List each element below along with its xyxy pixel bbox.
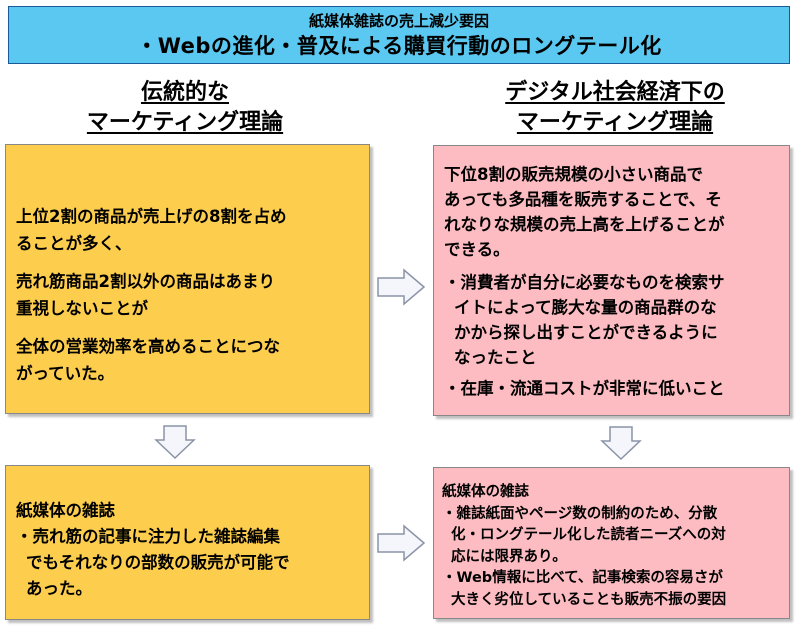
pm-right-l3: 応には限界あり。	[451, 548, 567, 565]
down-arrow-icon	[600, 426, 642, 461]
pm-right-l2: 化・ロングテール化した読者ニーズへの対	[451, 527, 726, 543]
dt-p1-l2: あっても多品種を販売することで、そ	[444, 190, 722, 209]
tt-p2-l2: 重視しないことが	[16, 299, 148, 318]
right-column-title: デジタル社会経済下の マーケティング理論	[450, 78, 780, 138]
dt-p1-l1: 下位8割の販売規模の小さい商品で	[444, 165, 703, 184]
dt-b1-l4: なったこと	[454, 348, 537, 367]
digital-theory-box: 下位8割の販売規模の小さい商品で あっても多品種を販売することで、そ れなりな規…	[433, 145, 790, 416]
dt-b2: ・在庫・流通コストが非常に低いこと	[444, 379, 725, 398]
header-banner: 紙媒体雑誌の売上減少要因 ・Webの進化・普及による購買行動のロングテール化	[8, 6, 790, 64]
traditional-theory-box: 上位2割の商品が売上げの8割を占め ることが多く、 売れ筋商品2割以外の商品はあ…	[5, 144, 370, 414]
print-magazine-digital-box: 紙媒体の雑誌 ・雑誌紙面やページ数の制約のため、分散 化・ロングテール化した読者…	[433, 467, 790, 619]
dt-b1-l2: イトによって膨大な量の商品群のな	[454, 298, 717, 317]
pm-right-l1: ・雑誌紙面やページ数の制約のため、分散	[442, 505, 718, 522]
right-arrow-icon	[377, 268, 426, 306]
left-title-line2: マーケティング理論	[86, 110, 284, 135]
dt-b1-l3: かから探し出すことができるように	[454, 323, 718, 342]
dt-p1-l4: できる。	[444, 240, 510, 259]
dt-p1-l3: れなりな規模の売上高を上げることが	[444, 215, 725, 234]
right-arrow-icon	[377, 524, 426, 562]
pm-left-l3: あった。	[26, 579, 92, 598]
tt-p3-l1: 全体の営業効率を高めることにつな	[16, 337, 280, 356]
left-column-title: 伝統的な マーケティング理論	[35, 78, 335, 138]
tt-p1-l1: 上位2割の商品が売上げの8割を占め	[16, 207, 287, 226]
pm-right-heading: 紙媒体の雑誌	[442, 484, 529, 500]
tt-p1-l2: ることが多く、	[16, 234, 132, 253]
dt-b1-l1: ・消費者が自分に必要なものを検索サ	[444, 273, 725, 292]
right-title-line2: マーケティング理論	[516, 110, 714, 135]
pm-left-l2: でもそれなりの部数の販売が可能で	[26, 553, 290, 572]
down-arrow-icon	[154, 425, 196, 460]
pm-left-heading: 紙媒体の雑誌	[16, 501, 115, 520]
tt-p2-l1: 売れ筋商品2割以外の商品はあまり	[16, 272, 275, 291]
pm-left-l1: ・売れ筋の記事に注力した雑誌編集	[16, 527, 280, 546]
pm-right-l4: ・Web情報に比べて、記事検索の容易さが	[442, 570, 723, 586]
tt-p3-l2: がっていた。	[16, 364, 115, 383]
right-title-line1: デジタル社会経済下の	[505, 80, 725, 105]
header-title: ・Webの進化・普及による購買行動のロングテール化	[136, 34, 662, 58]
print-magazine-traditional-box: 紙媒体の雑誌 ・売れ筋の記事に注力した雑誌編集 でもそれなりの部数の販売が可能で…	[5, 465, 370, 620]
header-subtitle: 紙媒体雑誌の売上減少要因	[308, 12, 489, 30]
pm-right-l5: 大きく劣位していることも販売不振の要因	[451, 591, 727, 608]
left-title-line1: 伝統的な	[140, 80, 229, 105]
